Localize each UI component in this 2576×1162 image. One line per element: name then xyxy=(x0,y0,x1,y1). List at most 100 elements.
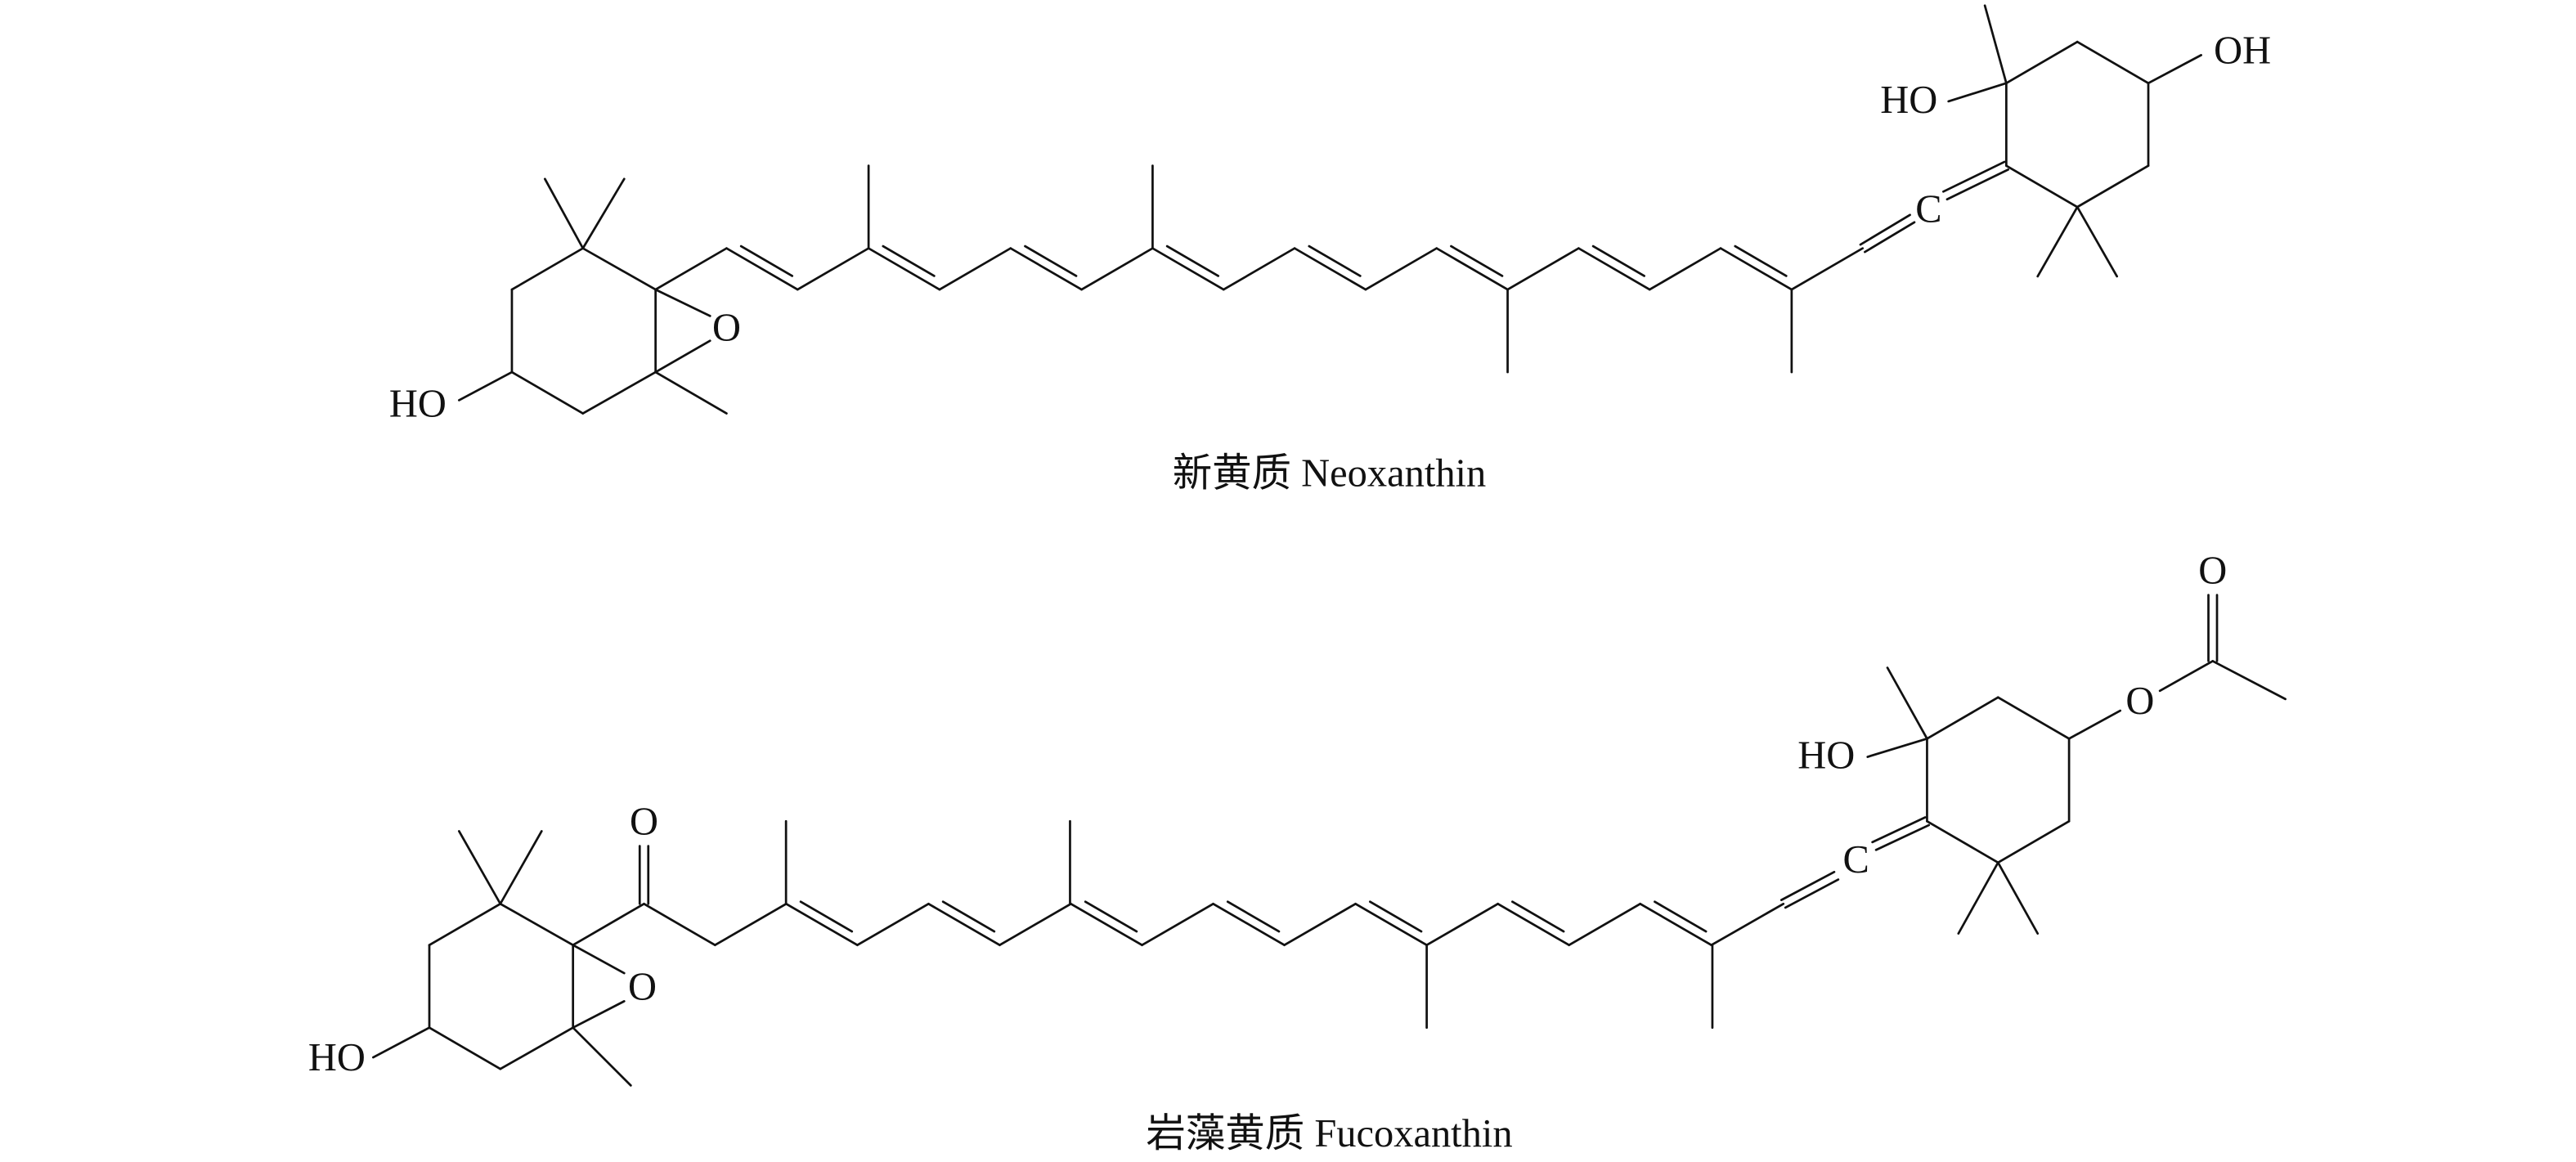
bond-line xyxy=(1308,245,1362,277)
atom-label-epoxide-o: O xyxy=(628,965,657,1008)
bond-line xyxy=(1866,737,1928,758)
neoxanthin-structure: HO O C HO OH 新黄质 Neoxanthin xyxy=(389,4,2271,495)
bond-line xyxy=(1141,902,1214,947)
bond-line xyxy=(654,288,711,317)
bond-line xyxy=(941,900,996,933)
bond-line xyxy=(1654,900,1708,933)
bond-line xyxy=(1364,247,1438,291)
bond-line xyxy=(882,245,936,277)
bond-line xyxy=(1165,245,1220,277)
atom-label-acetyl-o: O xyxy=(2198,550,2227,593)
atom-label-ho: HO xyxy=(389,383,447,426)
bond-line xyxy=(1983,4,2008,85)
bond-line xyxy=(1497,902,1571,947)
bond-line xyxy=(510,370,585,415)
bond-line xyxy=(654,370,728,415)
fucoxanthin-structure: HO O O C HO O O 岩藻黄质 Fucoxanthin xyxy=(308,550,2287,1155)
bond-line xyxy=(2211,660,2287,701)
bond-line xyxy=(1719,247,1793,291)
bond-line xyxy=(1226,900,1281,933)
bond-line xyxy=(1070,902,1143,947)
bond-line xyxy=(499,830,543,905)
atom-label-keto-o: O xyxy=(630,800,658,843)
bond-line xyxy=(1009,247,1083,291)
molecule-caption: 新黄质 Neoxanthin xyxy=(1173,451,1487,495)
bond-line xyxy=(867,247,941,291)
bond-line xyxy=(1212,902,1286,947)
bond-line xyxy=(1996,819,2071,864)
bond-line xyxy=(428,902,502,947)
bond-line xyxy=(784,902,859,947)
bond-line xyxy=(2005,164,2079,209)
bond-line xyxy=(581,370,657,415)
molecule-caption: 岩藻黄质 Fucoxanthin xyxy=(1146,1112,1512,1155)
bond-line xyxy=(572,944,626,975)
bond-line xyxy=(2158,660,2215,693)
bond-line xyxy=(2076,164,2150,209)
neoxanthin-bonds xyxy=(457,4,2202,415)
bond-line xyxy=(1368,900,1423,933)
bond-line xyxy=(1591,245,1646,277)
bond-line xyxy=(499,902,575,947)
bond-line xyxy=(1293,247,1367,291)
bond-line xyxy=(1511,900,1565,933)
bond-line xyxy=(1425,902,1500,947)
bond-line xyxy=(796,247,870,291)
bond-line xyxy=(1354,902,1428,947)
bond-line xyxy=(654,247,728,291)
bond-line xyxy=(1957,861,1999,935)
bond-line xyxy=(371,1026,431,1059)
fucoxanthin-bonds xyxy=(371,594,2287,1087)
bond-line xyxy=(1996,696,2071,740)
bond-line xyxy=(1577,247,1651,291)
bond-line xyxy=(457,370,514,402)
bond-line xyxy=(1926,819,1999,864)
bond-line xyxy=(1024,245,1078,277)
bond-line xyxy=(739,245,794,277)
bond-line xyxy=(1568,902,1642,947)
bond-line xyxy=(581,177,626,249)
bond-line xyxy=(1710,902,1785,947)
bond-line xyxy=(1151,247,1225,291)
bond-line xyxy=(572,902,645,947)
bond-line xyxy=(1941,160,2006,193)
bond-line xyxy=(856,902,930,947)
atom-label-oh: OH xyxy=(2214,29,2271,72)
bond-line xyxy=(1506,247,1580,291)
bond-line xyxy=(572,1026,632,1087)
atom-label-ho: HO xyxy=(1797,734,1855,778)
bond-line xyxy=(428,1026,502,1070)
bond-line xyxy=(1222,247,1296,291)
bond-line xyxy=(2067,709,2122,740)
bond-line xyxy=(999,902,1072,947)
bond-line xyxy=(1779,870,1836,901)
bond-line xyxy=(1859,213,1911,246)
bond-line xyxy=(2076,205,2119,278)
bond-line xyxy=(499,1026,575,1070)
atom-label-ho: HO xyxy=(1880,79,1937,122)
atom-label-allene-c: C xyxy=(1842,838,1869,882)
bond-line xyxy=(1283,902,1357,947)
atom-label-allene-c: C xyxy=(1915,187,1941,231)
atom-label-ho: HO xyxy=(308,1036,366,1079)
atom-label-ester-o: O xyxy=(2125,680,2154,723)
bond-line xyxy=(1874,823,1931,851)
bond-line xyxy=(1871,816,1927,844)
bond-line xyxy=(1450,245,1504,277)
bond-line xyxy=(1639,902,1713,947)
bond-line xyxy=(1080,247,1154,291)
bond-line xyxy=(1864,221,1916,253)
bond-line xyxy=(1790,247,1865,291)
bond-line xyxy=(2005,40,2079,85)
bond-line xyxy=(2036,205,2079,278)
bond-line xyxy=(938,247,1012,291)
bond-line xyxy=(1947,82,2008,103)
bond-line xyxy=(725,247,799,291)
bond-line xyxy=(2147,54,2202,85)
bond-line xyxy=(510,247,585,291)
bond-line xyxy=(572,1000,626,1030)
atom-label-epoxide-o: O xyxy=(712,307,741,350)
bond-line xyxy=(1926,696,1999,740)
